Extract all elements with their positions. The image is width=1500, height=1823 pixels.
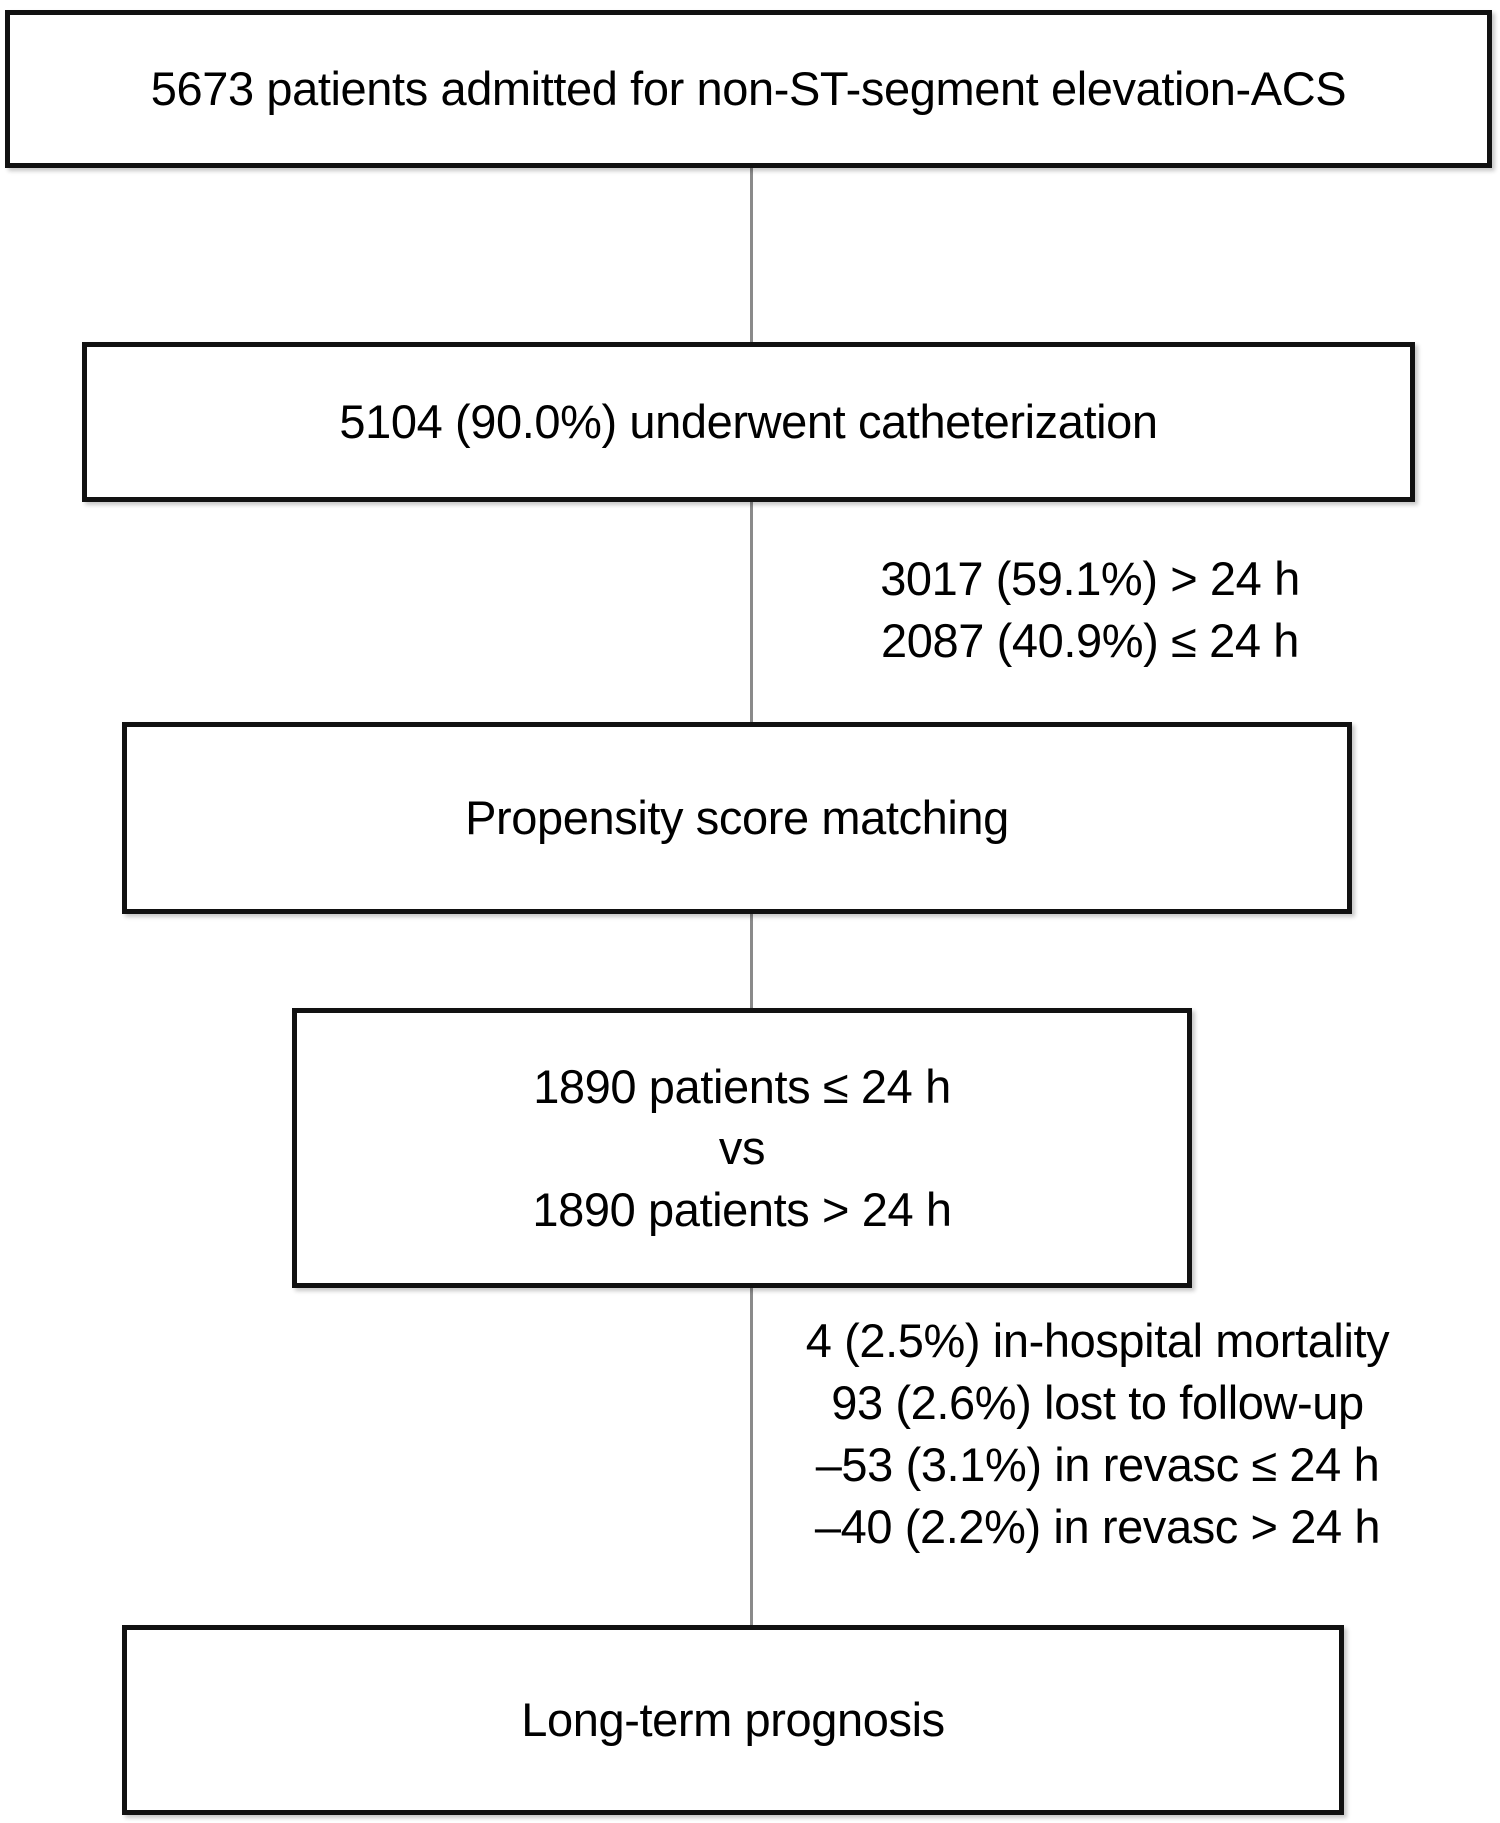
annotation-timing-split: 3017 (59.1%) > 24 h 2087 (40.9%) ≤ 24 h	[880, 552, 1300, 668]
annotation-losses-and-exclusions: 4 (2.5%) in-hospital mortality 93 (2.6%)…	[805, 1314, 1390, 1554]
node-long-term-prognosis: Long-term prognosis	[122, 1625, 1344, 1815]
connector-catheterization-to-propensity	[750, 500, 753, 724]
node-matched-cohorts-label: 1890 patients ≤ 24 h vs 1890 patients > …	[532, 1060, 952, 1236]
node-long-term-prognosis-label: Long-term prognosis	[521, 1693, 945, 1747]
node-matched-cohorts: 1890 patients ≤ 24 h vs 1890 patients > …	[292, 1008, 1192, 1288]
node-underwent-catheterization: 5104 (90.0%) underwent catheterization	[82, 342, 1415, 502]
node-underwent-catheterization-label: 5104 (90.0%) underwent catheterization	[339, 395, 1158, 449]
connector-admitted-to-catheterization	[750, 168, 753, 344]
node-propensity-score-matching-label: Propensity score matching	[465, 791, 1009, 845]
node-patients-admitted-label: 5673 patients admitted for non-ST-segmen…	[150, 62, 1347, 116]
connector-matched-to-prognosis	[750, 1286, 753, 1627]
node-patients-admitted: 5673 patients admitted for non-ST-segmen…	[5, 10, 1492, 168]
connector-propensity-to-matched	[750, 912, 753, 1010]
node-propensity-score-matching: Propensity score matching	[122, 722, 1352, 914]
